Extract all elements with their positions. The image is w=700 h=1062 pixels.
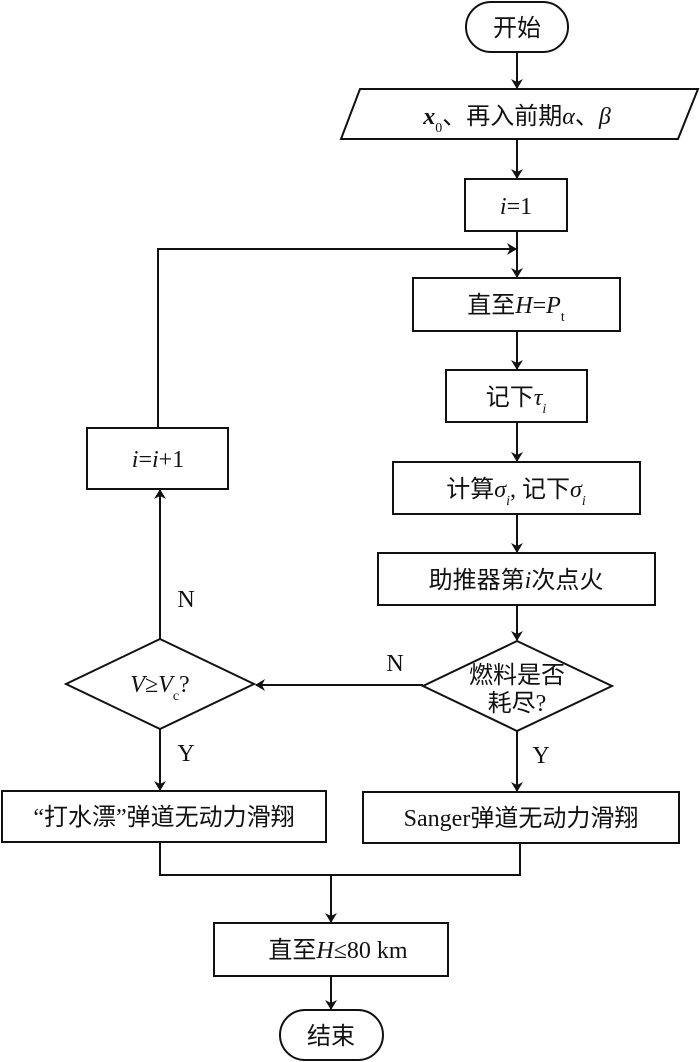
label-part: , 记下 (510, 477, 570, 503)
until-h80-label: 直至H≤80 km (268, 937, 408, 964)
until-pt-box (412, 277, 621, 332)
increment-label: i=i+1 (132, 447, 184, 473)
label-part: σ (570, 477, 583, 503)
label-part: i (582, 494, 586, 509)
calc-sigma-label: 计算σi, 记下σi (446, 476, 586, 509)
label-part: c (173, 689, 179, 704)
input-parallelogram (339, 88, 700, 140)
label-part: i (506, 494, 510, 509)
label-part: +1 (159, 447, 185, 473)
label-part: 、再入前期 (442, 103, 562, 130)
vel-check-label: V≥Vc? (130, 672, 189, 704)
fuel-check-diamond (420, 639, 615, 733)
fuel-check-label-line1: 燃料是否 (469, 662, 565, 689)
start-label: 开始 (493, 15, 541, 42)
skip-glide-label: “打水漂”弹道无动力滑翔 (33, 804, 294, 831)
label-part: V (130, 672, 147, 698)
label-part: i (152, 447, 159, 473)
end-terminal (279, 1009, 384, 1061)
label-part: t (561, 310, 565, 325)
ignite-box (377, 552, 656, 606)
label-part: ≥ (145, 672, 158, 698)
init-box (464, 178, 568, 232)
label-part: i (525, 568, 532, 594)
increment-box (86, 427, 229, 490)
start-terminal (465, 1, 569, 53)
init-label: i=1 (500, 194, 532, 220)
label-part: 助推器第 (429, 567, 525, 594)
skip-glide-box (1, 790, 327, 843)
label-part: α (562, 104, 575, 130)
record-tau-box (445, 369, 588, 423)
label-part: τ (534, 385, 544, 411)
label-part: 、 (575, 104, 599, 130)
label-part: 0 (435, 121, 442, 136)
label-part: i (132, 447, 139, 473)
until-h80-box (213, 922, 449, 977)
label-part: V (158, 672, 175, 698)
label-part: 直至 (467, 292, 515, 319)
connectors (154, 52, 523, 1010)
label-part: x (422, 104, 435, 130)
edge-merge (159, 842, 521, 876)
end-label: 结束 (307, 1023, 355, 1050)
edge-loop-back (157, 243, 517, 428)
vel-yes-label: Y (177, 741, 194, 767)
sanger-glide-box (362, 791, 680, 844)
label-part: H (315, 938, 335, 964)
fuel-no-label: N (386, 651, 403, 677)
label-part: i (500, 194, 507, 220)
label-part: i (542, 402, 546, 417)
label-part: σ (494, 477, 507, 503)
label-part: ? (179, 672, 190, 698)
label-part: β (598, 104, 611, 130)
label-part: 计算 (446, 476, 494, 503)
record-tau-label: 记下τi (486, 385, 547, 417)
sanger-glide-label: Sanger弹道无动力滑翔 (404, 805, 639, 832)
label-part: P (545, 293, 561, 319)
until-pt-label: 直至H=Pt (467, 292, 565, 325)
label-part: = (533, 293, 547, 319)
vel-check-diamond (63, 637, 257, 731)
label-part: 次点火 (531, 567, 603, 594)
label-part: H (514, 293, 534, 319)
ignite-label: 助推器第i次点火 (429, 567, 604, 594)
label-part: =1 (507, 194, 533, 220)
fuel-yes-label: Y (532, 743, 549, 769)
label-part: 记下 (486, 385, 534, 411)
calc-sigma-box (392, 461, 641, 515)
label-part: ≤80 km (334, 938, 408, 964)
vel-no-label: N (177, 587, 194, 613)
input-label: x0、再入前期α、β (422, 103, 611, 136)
label-part: = (138, 447, 152, 473)
fuel-check-label-line2: 耗尽? (488, 690, 547, 717)
label-part: 直至 (268, 937, 316, 964)
